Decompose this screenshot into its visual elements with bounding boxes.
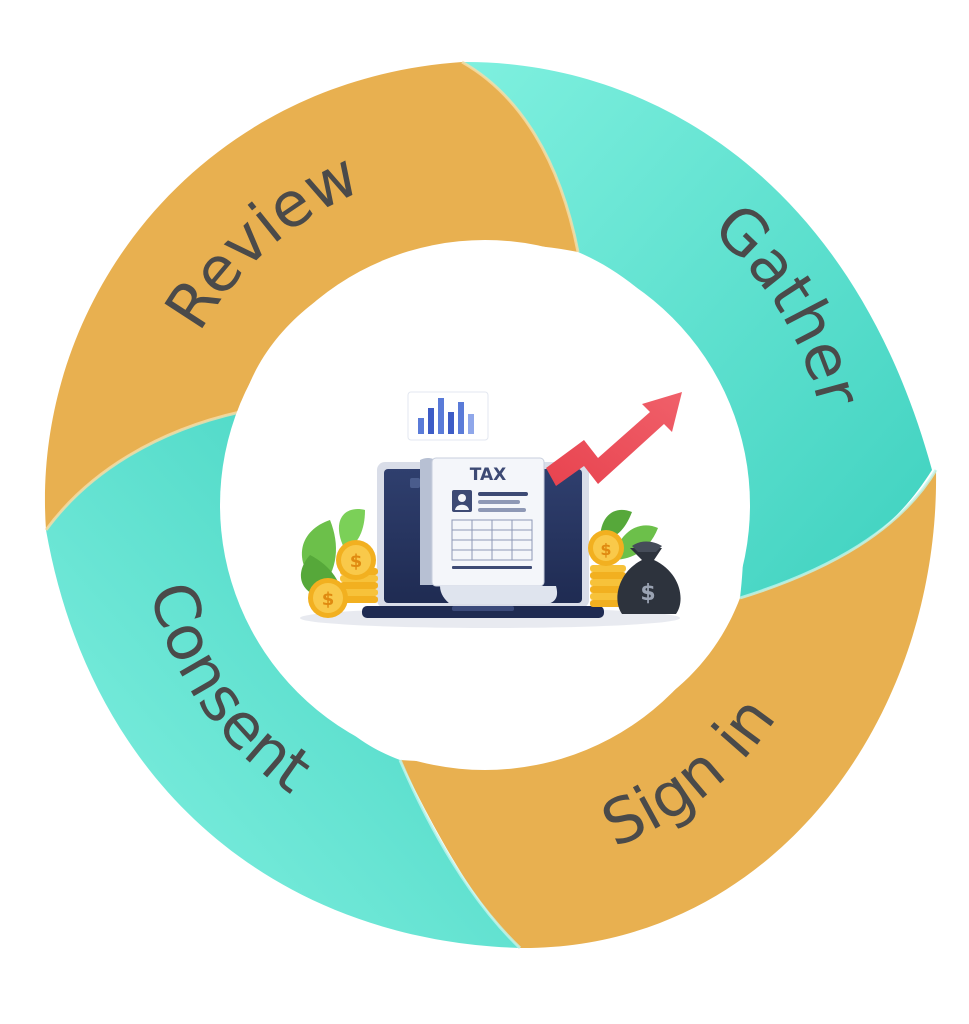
money-bag-dollar-symbol: $ xyxy=(640,581,655,606)
tax-illustration: TAX xyxy=(300,391,682,628)
segment-gather xyxy=(462,61,932,599)
tax-document-label: TAX xyxy=(470,465,507,485)
segment-sign-in xyxy=(400,470,937,949)
tax-document-icon: TAX xyxy=(420,457,558,604)
money-bag-icon: $ xyxy=(617,541,681,614)
coin-dollar-symbol: $ xyxy=(350,551,363,572)
segment-review xyxy=(44,62,578,530)
coin-dollar-symbol: $ xyxy=(322,589,335,610)
coin-dollar-symbol: $ xyxy=(600,540,611,559)
coin-stack-left-icon: $ $ xyxy=(308,540,378,618)
cycle-ring xyxy=(44,60,938,950)
coin-stack-right-icon: $ xyxy=(588,530,626,607)
bar-chart-card-icon xyxy=(407,391,489,441)
segment-consent xyxy=(46,412,520,948)
rising-arrow-icon xyxy=(546,392,682,486)
